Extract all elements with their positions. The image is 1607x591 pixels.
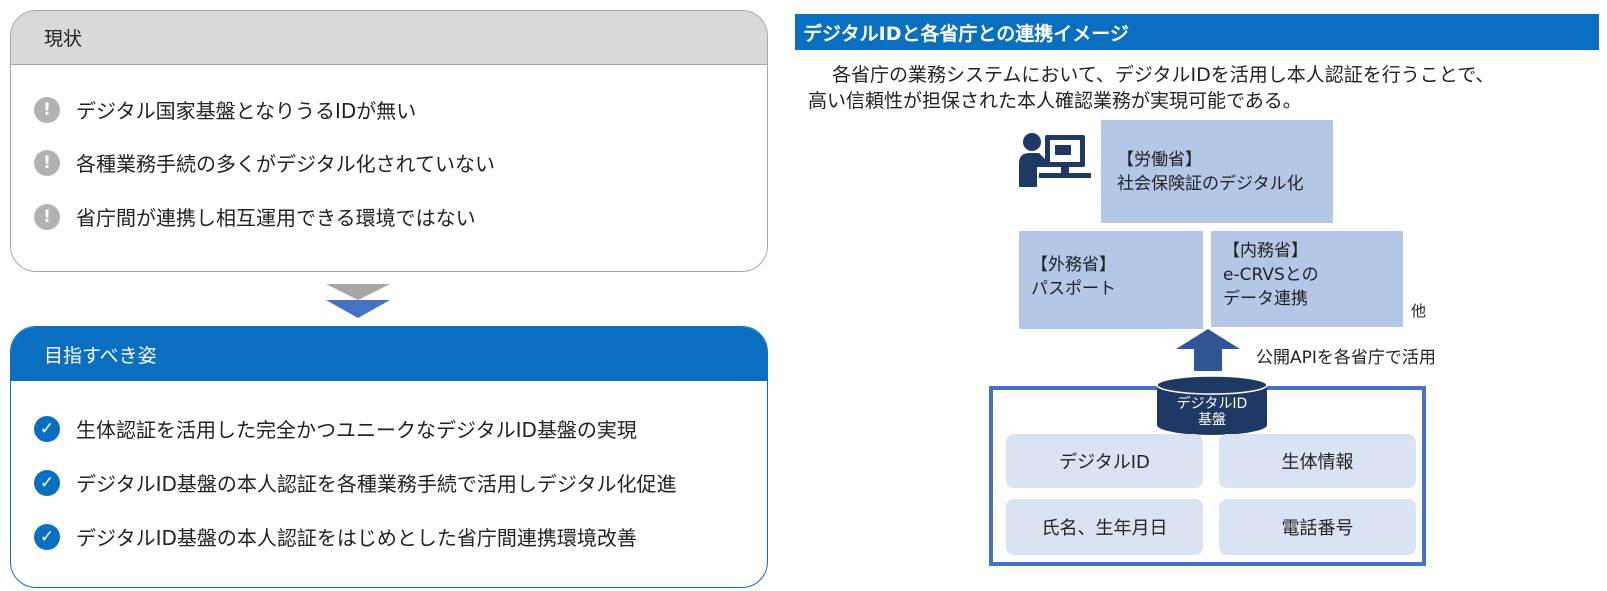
goal-item-1-text: 生体認証を活用した完全かつユニークなデジタルID基盤の実現 (76, 418, 637, 442)
chevron-down-icon-blue (326, 300, 390, 318)
current-item-3-text: 省庁間が連携し相互運用できる環境ではない (76, 206, 476, 230)
others-label: 他 (1411, 302, 1427, 320)
current-state-title: 現状 (11, 11, 767, 65)
person-computer-icon (1019, 133, 1091, 187)
goal-item-3-text: デジタルID基盤の本人認証をはじめとした省庁間連携環境改善 (76, 526, 637, 550)
arrow-up-icon (1176, 329, 1240, 371)
current-item-3: ! 省庁間が連携し相互運用できる環境ではない (34, 202, 476, 231)
description-line-1: 各省庁の業務システムにおいて、デジタルIDを活用し本人認証を行うことで、 (832, 64, 1495, 86)
database-label-1: デジタルID (1176, 396, 1248, 412)
goal-item-3: ✓ デジタルID基盤の本人認証をはじめとした省庁間連携環境改善 (34, 522, 637, 551)
current-item-2: ! 各種業務手続の多くがデジタル化されていない (34, 148, 495, 177)
goal-item-2: ✓ デジタルID基盤の本人認証を各種業務手続で活用しデジタル化促進 (34, 468, 677, 497)
goal-item-1: ✓ 生体認証を活用した完全かつユニークなデジタルID基盤の実現 (34, 414, 637, 443)
current-item-2-text: 各種業務手続の多くがデジタル化されていない (76, 152, 495, 176)
cell-biometric-info: 生体情報 (1219, 434, 1416, 488)
cell-name-birthdate: 氏名、生年月日 (1006, 499, 1203, 555)
diagram-description: 各省庁の業務システムにおいて、デジタルIDを活用し本人認証を行うことで、 高い信… (808, 62, 1588, 114)
exclamation-icon: ! (34, 96, 60, 123)
check-icon: ✓ (34, 415, 60, 442)
diagram-title: デジタルIDと各省庁との連携イメージ (795, 14, 1599, 50)
goal-item-2-text: デジタルID基盤の本人認証を各種業務手続で活用しデジタル化促進 (76, 472, 677, 496)
database-label-2: 基盤 (1198, 412, 1226, 428)
foreign-ministry-name: 【外務省】 (1031, 255, 1116, 275)
cell-phone-number: 電話番号 (1219, 499, 1416, 555)
labor-ministry-text: 社会保険証のデジタル化 (1117, 174, 1304, 194)
labor-ministry-box: 【労働省】 社会保険証のデジタル化 (1101, 120, 1333, 223)
check-icon: ✓ (34, 523, 60, 550)
description-line-2: 高い信頼性が担保された本人確認業務が実現可能である。 (808, 90, 1302, 112)
interior-ministry-box: 【内務省】 e-CRVSとの データ連携 (1211, 231, 1403, 327)
foreign-ministry-text: パスポート (1031, 279, 1116, 299)
interior-ministry-name: 【内務省】 (1223, 241, 1308, 261)
database-label: デジタルID 基盤 (1155, 396, 1269, 428)
chevron-down-icon-gray (326, 284, 390, 300)
goal-state-title: 目指すべき姿 (11, 327, 767, 381)
goal-state-card: 目指すべき姿 (10, 326, 768, 588)
database-icon (1156, 375, 1268, 435)
current-item-1: ! デジタル国家基盤となりうるIDが無い (34, 95, 416, 124)
current-state-card: 現状 (10, 10, 768, 272)
interior-ministry-text-1: e-CRVSとの (1223, 265, 1319, 285)
api-label: 公開APIを各省庁で活用 (1256, 348, 1436, 368)
foreign-ministry-box: 【外務省】 パスポート (1019, 231, 1203, 329)
labor-ministry-name: 【労働省】 (1117, 150, 1202, 170)
exclamation-icon: ! (34, 203, 60, 230)
check-icon: ✓ (34, 469, 60, 496)
current-item-1-text: デジタル国家基盤となりうるIDが無い (76, 99, 417, 123)
interior-ministry-text-2: データ連携 (1223, 289, 1308, 309)
cell-digital-id: デジタルID (1006, 434, 1203, 488)
exclamation-icon: ! (34, 149, 60, 176)
